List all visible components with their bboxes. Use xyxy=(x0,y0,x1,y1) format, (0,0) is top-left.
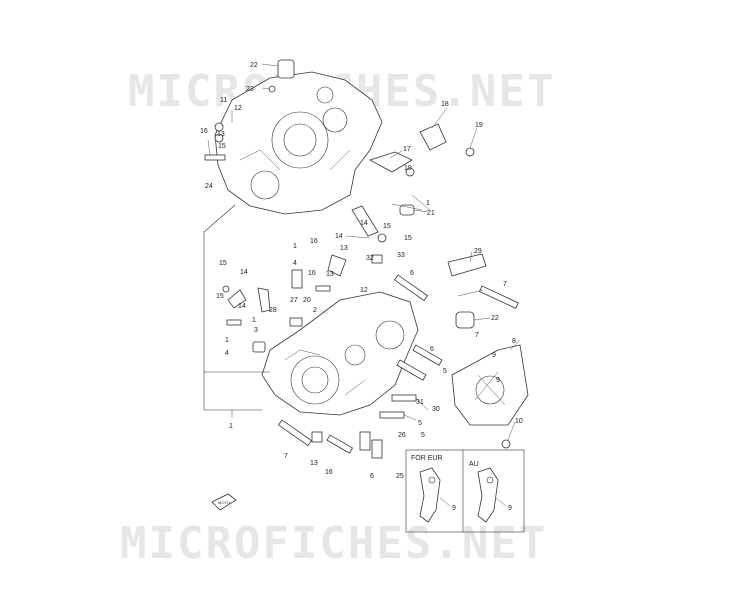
callout-14-far: 14 xyxy=(238,303,246,310)
label-au: AU xyxy=(469,461,479,468)
callout-32: 32 xyxy=(366,255,374,262)
callout-14-mid: 14 xyxy=(335,233,343,240)
callout-19-upper: 19 xyxy=(475,122,483,129)
callout-10: 10 xyxy=(515,418,523,425)
callout-5-mid: 5 xyxy=(418,420,422,427)
callout-26: 26 xyxy=(398,432,406,439)
callout-16-bottom: 16 xyxy=(325,469,333,476)
moto-logo-text: MOTO xyxy=(218,500,230,505)
callout-1-mid: 1 xyxy=(293,243,297,250)
upper-crankcase xyxy=(214,71,383,215)
callout-23: 23 xyxy=(246,86,254,93)
callout-7-left: 7 xyxy=(284,453,288,460)
callout-15-right: 15 xyxy=(404,235,412,242)
callout-27: 27 xyxy=(290,297,298,304)
callout-24: 24 xyxy=(205,183,213,190)
callout-5-right: 5 xyxy=(443,368,447,375)
callout-13-bottom: 13 xyxy=(310,460,318,467)
callout-13-upper: 13 xyxy=(217,131,225,138)
lower-crankcase xyxy=(261,291,419,416)
label-for-eur: FOR EUR xyxy=(411,455,443,462)
callout-1-upper: 1 xyxy=(426,200,430,207)
callout-28: 28 xyxy=(269,307,277,314)
callout-12: 12 xyxy=(234,105,242,112)
callout-20: 20 xyxy=(303,297,311,304)
callout-14-upper: 14 xyxy=(360,220,368,227)
callout-9-lower: 9 xyxy=(496,377,500,384)
callout-11: 11 xyxy=(220,97,227,104)
callout-3: 3 xyxy=(254,327,258,334)
callout-7-lower: 7 xyxy=(475,332,479,339)
callout-14-left: 14 xyxy=(240,269,248,276)
callout-7-upper: 7 xyxy=(503,281,507,288)
callout-9-eur: 9 xyxy=(452,505,456,512)
callout-16-upper: 16 xyxy=(200,128,208,135)
callout-31: 31 xyxy=(416,399,424,406)
callout-5-low: 5 xyxy=(421,432,425,439)
callout-6-bottom: 6 xyxy=(370,473,374,480)
variant-detail-box: FOR EUR AU xyxy=(405,449,525,533)
callout-16-lower: 16 xyxy=(308,270,316,277)
leader-lines xyxy=(203,63,521,441)
callouts: 22 23 11 12 13 16 15 24 18 19 17 19 1 21… xyxy=(200,62,523,512)
callout-15-mid: 15 xyxy=(383,223,391,230)
callout-22-lower: 22 xyxy=(491,315,499,322)
callout-16-mid: 16 xyxy=(310,238,318,245)
callout-15-left: 15 xyxy=(219,260,227,267)
callout-1-lower: 1 xyxy=(225,337,229,344)
callout-15-far: 15 xyxy=(216,293,224,300)
callout-30: 30 xyxy=(432,406,440,413)
callout-19-lower: 19 xyxy=(404,165,412,172)
callout-12-lower: 12 xyxy=(360,287,368,294)
watermark-bottom: MICROFICHES.NET xyxy=(120,518,548,569)
callout-21: 21 xyxy=(427,210,435,217)
callout-17: 17 xyxy=(403,146,411,153)
callout-9-au: 9 xyxy=(508,505,512,512)
callout-4-mid: 4 xyxy=(293,260,297,267)
callout-18: 18 xyxy=(441,101,449,108)
callout-6-lower: 6 xyxy=(430,346,434,353)
callout-29: 29 xyxy=(474,248,482,255)
lower-small-parts xyxy=(222,253,529,459)
callout-9-right: 9 xyxy=(492,352,496,359)
callout-1-main: 1 xyxy=(229,423,233,430)
moto-logo: MOTO xyxy=(211,493,237,511)
callout-1-left: 1 xyxy=(252,317,256,324)
callout-22: 22 xyxy=(250,62,258,69)
callout-25: 25 xyxy=(396,473,404,480)
callout-15-upper: 15 xyxy=(218,143,226,150)
callout-33: 33 xyxy=(397,252,405,259)
callout-13-mid: 13 xyxy=(340,245,348,252)
callout-6-upper: 6 xyxy=(410,270,414,277)
callout-13-lower: 13 xyxy=(326,271,334,278)
callout-4-lower: 4 xyxy=(225,350,229,357)
callout-2: 2 xyxy=(313,307,317,314)
callout-8: 8 xyxy=(512,338,516,345)
